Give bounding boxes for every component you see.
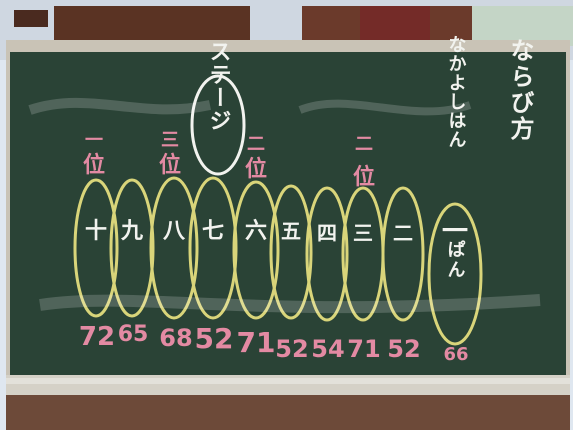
- oval-9: [381, 186, 425, 322]
- oval-label-2: 九: [120, 219, 143, 244]
- window-light: [472, 6, 573, 46]
- chalk-tray-shadow: [6, 395, 570, 430]
- oval-5: [232, 180, 280, 320]
- oval-1: [73, 178, 119, 318]
- rank-label-4-num: 二: [355, 134, 373, 155]
- chalk-tray-light: [6, 378, 570, 384]
- title-vertical: ならび方: [506, 38, 534, 142]
- pan-label: ぱん: [445, 239, 466, 280]
- oval-label-4: 七: [202, 219, 224, 244]
- oval-label-10: 一: [442, 217, 468, 247]
- oval-labels: 十 九 八 七 六 五 四 三 二 一: [85, 217, 468, 247]
- rank-label-3-num: 二: [247, 134, 265, 155]
- chalk-smudges: [28, 97, 541, 314]
- stage-label: ステージ: [206, 40, 231, 132]
- score-5: 71: [237, 326, 276, 359]
- oval-7: [305, 186, 349, 322]
- oval-label-1: 十: [85, 219, 107, 244]
- oval-6: [269, 184, 313, 320]
- subtitle-vertical: なかよしはん: [446, 35, 467, 149]
- score-6: 52: [275, 335, 308, 363]
- oval-label-9: 二: [393, 221, 413, 245]
- smudge-1: [28, 97, 212, 115]
- score-7: 54: [311, 335, 344, 363]
- rank-label-2-suffix: 位: [159, 152, 181, 178]
- oval-3: [149, 176, 199, 320]
- stage-oval: [190, 74, 246, 176]
- rank-label-1-num: 一: [85, 130, 103, 151]
- score-4: 52: [195, 322, 234, 355]
- rank-label-3-suffix: 位: [245, 156, 267, 182]
- smudge-3: [39, 294, 541, 314]
- oval-label-3: 八: [163, 219, 186, 244]
- rank-label-2-num: 三: [161, 130, 179, 151]
- oval-4: [188, 176, 238, 320]
- oval-label-6: 五: [281, 219, 301, 243]
- oval-label-5: 六: [245, 219, 267, 244]
- score-1: 72: [79, 322, 115, 352]
- score-3: 68: [159, 324, 192, 352]
- oval-label-7: 四: [317, 221, 337, 245]
- smudge-2: [298, 99, 472, 116]
- score-8: 71: [347, 335, 380, 363]
- score-9: 52: [387, 335, 420, 363]
- oval-10: [427, 202, 483, 346]
- chalk-tray: [6, 375, 570, 397]
- rank-label-4-suffix: 位: [353, 164, 375, 190]
- oval-2: [109, 178, 155, 318]
- student-ovals: [73, 176, 483, 346]
- score-10: 66: [443, 344, 468, 365]
- rank-label-1-suffix: 位: [83, 152, 105, 178]
- score-2: 65: [118, 322, 149, 347]
- curtain-red: [360, 6, 430, 46]
- rank-labels: 一 位 三 位 二 位 二 位: [83, 130, 375, 190]
- oval-label-8: 三: [353, 221, 373, 245]
- scores-row: 72 65 68 52 71 52 54 71 52 66: [79, 322, 469, 365]
- wood-panel-left: [14, 10, 48, 27]
